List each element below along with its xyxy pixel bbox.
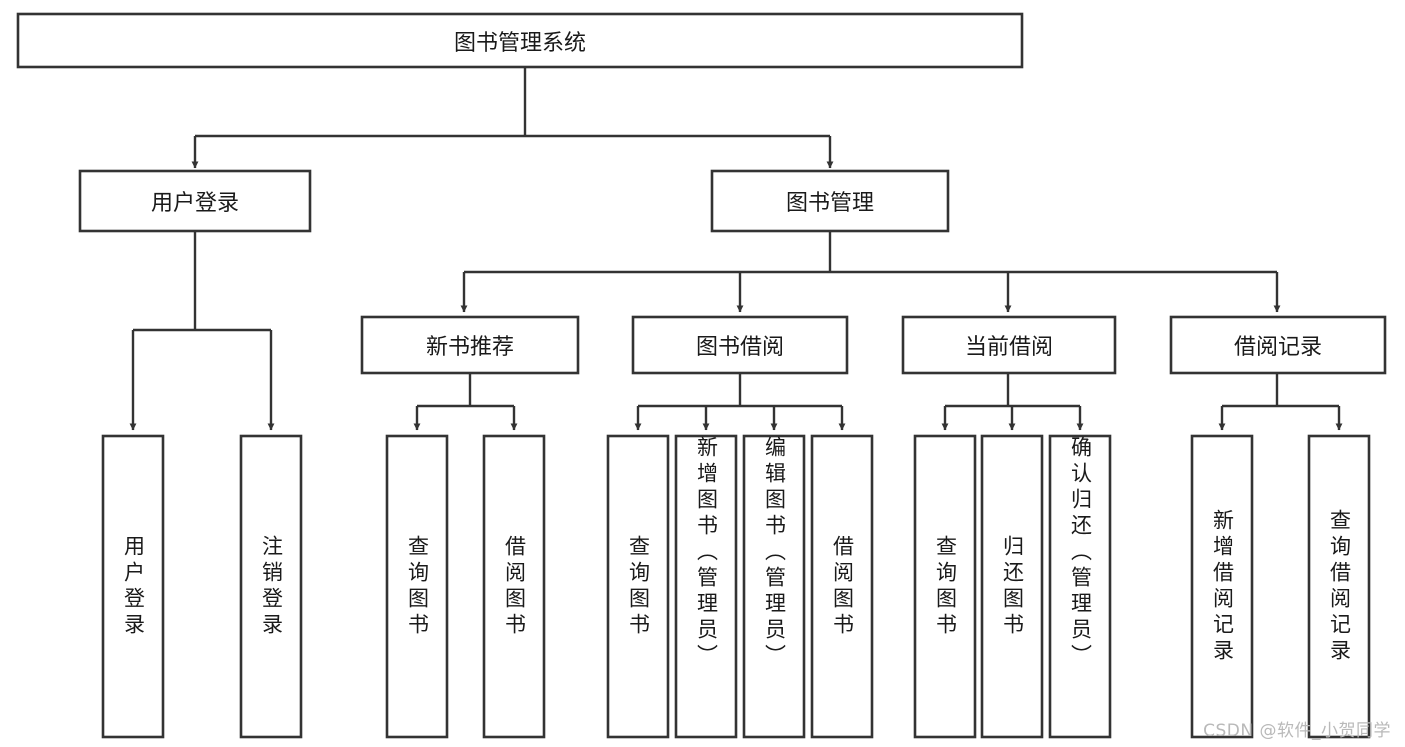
node-box-leaf-user-login-1[interactable]	[101, 434, 165, 739]
node-box-new-book-recommend[interactable]	[360, 315, 580, 375]
edges-layer	[129, 67, 1343, 431]
node-box-leaf-borrow-1[interactable]	[606, 434, 670, 739]
node-box-leaf-current-2[interactable]	[980, 434, 1044, 739]
node-box-book-management[interactable]	[710, 169, 950, 233]
node-box-leaf-borrow-3[interactable]	[742, 434, 806, 739]
node-box-book-borrow[interactable]	[631, 315, 849, 375]
node-box-leaf-borrow-2[interactable]	[674, 434, 738, 739]
node-box-current-borrow[interactable]	[901, 315, 1117, 375]
node-box-leaf-borrow-4[interactable]	[810, 434, 874, 739]
node-box-root[interactable]	[16, 12, 1024, 69]
nodes-layer	[16, 12, 1387, 739]
node-box-leaf-user-login-2[interactable]	[239, 434, 303, 739]
node-box-leaf-record-1[interactable]	[1190, 434, 1254, 739]
node-box-leaf-new-book-2[interactable]	[482, 434, 546, 739]
node-box-leaf-current-3[interactable]	[1048, 434, 1112, 739]
node-box-leaf-record-2[interactable]	[1307, 434, 1371, 739]
node-box-leaf-new-book-1[interactable]	[385, 434, 449, 739]
node-box-user-login[interactable]	[78, 169, 312, 233]
node-box-leaf-current-1[interactable]	[913, 434, 977, 739]
node-box-borrow-record[interactable]	[1169, 315, 1387, 375]
